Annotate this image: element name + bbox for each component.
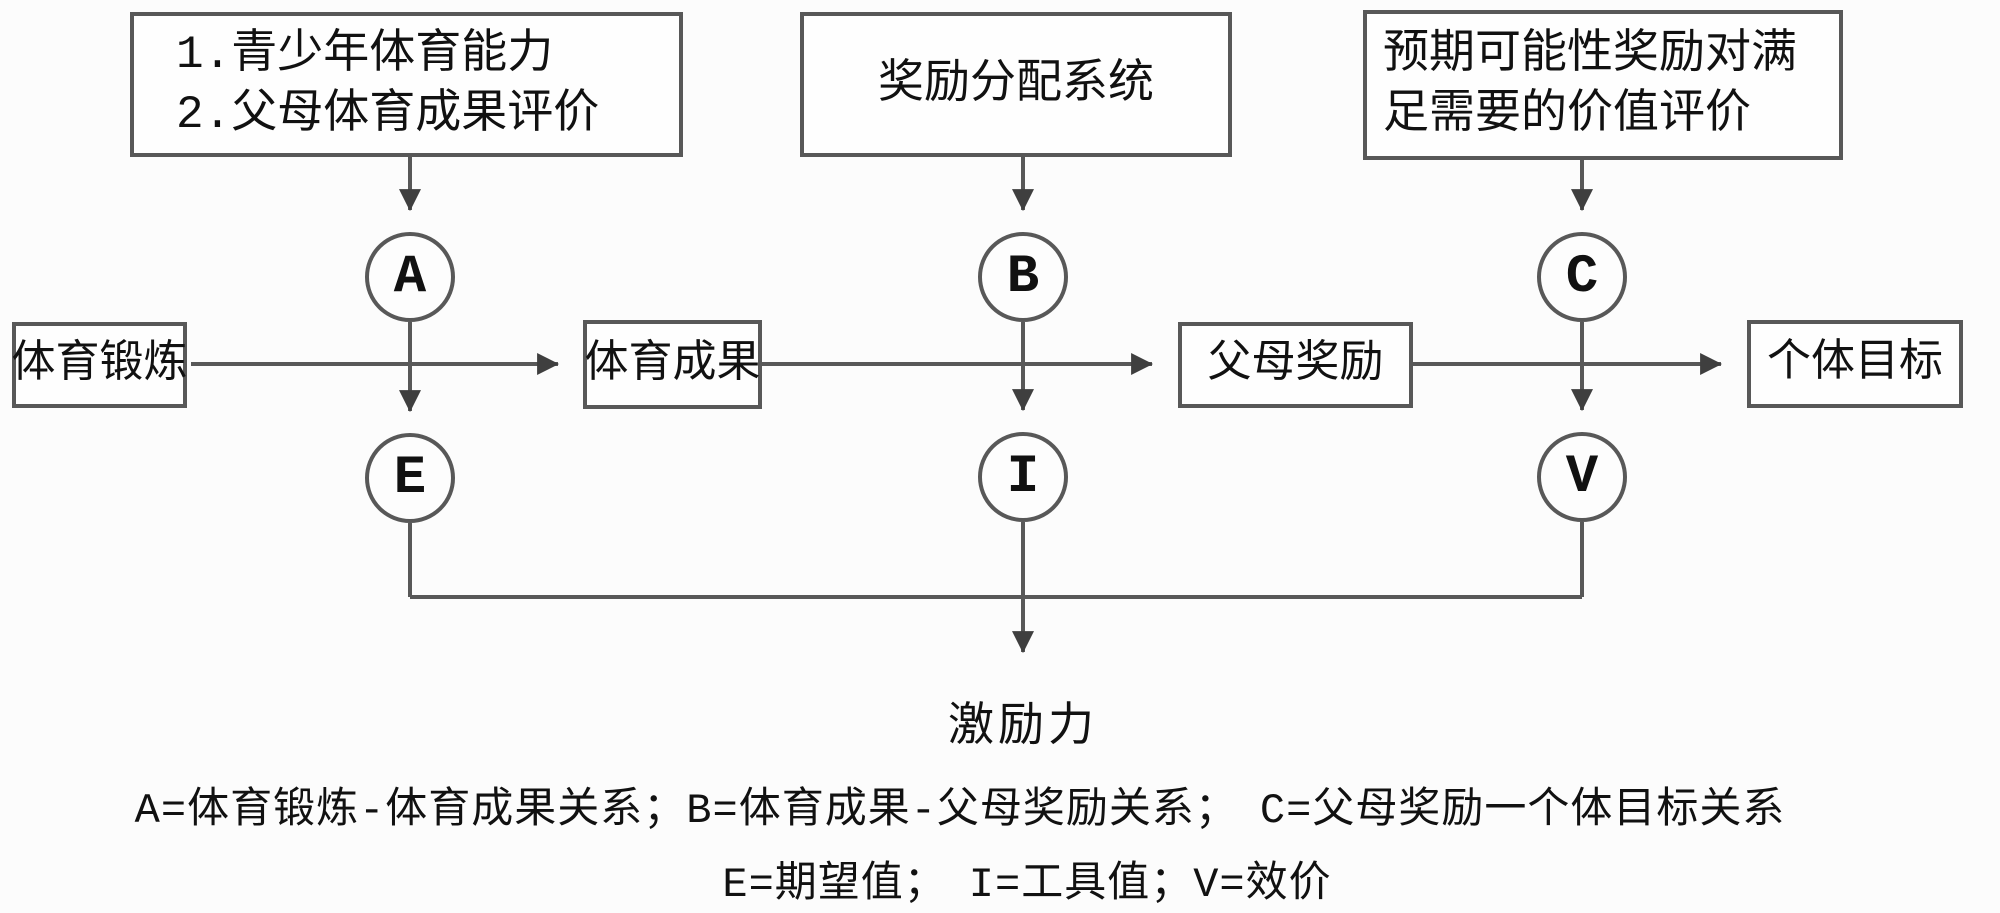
- outcome-label: 体育成果: [584, 339, 761, 390]
- reward-system-label: 奖励分配系统: [878, 58, 1154, 111]
- antecedents-line-2: 2.父母体育成果评价: [176, 88, 600, 141]
- top-box-reward-system: 奖励分配系统: [800, 12, 1232, 157]
- node-A-label: A: [393, 246, 427, 308]
- flow-box-goal: 个体目标: [1747, 320, 1963, 408]
- flow-box-parent-reward: 父母奖励: [1178, 322, 1413, 408]
- node-C-label: C: [1565, 246, 1599, 308]
- legend-line-2: E=期望值； I=工具值；V=效价: [722, 861, 1332, 909]
- motivation-label: 激励力: [948, 702, 1098, 754]
- flow-box-exercise: 体育锻炼: [11, 322, 188, 408]
- flow-box-outcome: 体育成果: [583, 320, 762, 409]
- node-circle-A: A: [365, 232, 455, 322]
- node-circle-E: E: [365, 433, 455, 523]
- node-circle-B: B: [978, 232, 1068, 322]
- antecedents-line-1: 1.青少年体育能力: [176, 28, 554, 81]
- value-evaluation-line-1: 预期可能性奖励对满: [1383, 29, 1797, 81]
- node-circle-I: I: [978, 432, 1068, 522]
- goal-label: 个体目标: [1767, 339, 1943, 389]
- node-circle-V: V: [1537, 432, 1627, 522]
- top-box-value-evaluation: 预期可能性奖励对满 足需要的价值评价: [1363, 10, 1843, 160]
- exercise-label: 体育锻炼: [11, 340, 188, 390]
- legend-line-1: A=体育锻炼-体育成果关系；B=体育成果-父母奖励关系； C=父母奖励一个体目标…: [134, 787, 1786, 835]
- node-V-label: V: [1565, 446, 1599, 508]
- value-evaluation-line-2: 足需要的价值评价: [1383, 89, 1751, 141]
- node-E-label: E: [393, 447, 427, 509]
- node-B-label: B: [1006, 246, 1040, 308]
- parent-reward-label: 父母奖励: [1207, 340, 1384, 390]
- node-circle-C: C: [1537, 232, 1627, 322]
- node-I-label: I: [1006, 446, 1040, 508]
- top-box-antecedents: 1.青少年体育能力 2.父母体育成果评价: [130, 12, 683, 157]
